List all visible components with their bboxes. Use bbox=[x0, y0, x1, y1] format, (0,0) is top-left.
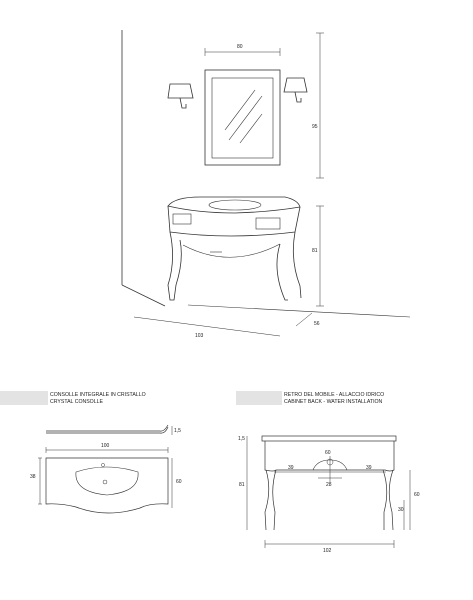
wall-lamp-right bbox=[283, 77, 308, 103]
dim-console-depth-right: 60 bbox=[176, 479, 182, 485]
dim-back-height-right: 60 bbox=[414, 492, 420, 498]
dim-mirror-width: 80 bbox=[237, 44, 243, 50]
dim-back-drain-top: 60 bbox=[325, 450, 331, 456]
console-drain bbox=[102, 479, 108, 485]
wall-lamp-left bbox=[167, 83, 194, 109]
back-caption-line1: RETRO DEL MOBILE - ALLACCIO IDRICO bbox=[284, 392, 385, 398]
back-caption-bar bbox=[236, 391, 282, 405]
dimension-lines bbox=[133, 32, 324, 337]
back-leg-right bbox=[382, 469, 394, 531]
console-plan bbox=[45, 457, 169, 514]
mirror bbox=[204, 69, 281, 166]
dim-console-width: 100 bbox=[101, 443, 110, 449]
dim-back-top-thickness: 1,5 bbox=[238, 436, 245, 442]
dim-console-depth: 38 bbox=[30, 474, 36, 480]
dim-console-thickness: 1,5 bbox=[174, 428, 181, 434]
back-panel bbox=[246, 435, 411, 548]
dim-cabinet-depth: 56 bbox=[314, 321, 320, 327]
console-caption-line1: CONSOLLE INTEGRALE IN CRISTALLO bbox=[50, 392, 146, 398]
main-view bbox=[121, 30, 411, 337]
back-caption-line2: CABINET BACK - WATER INSTALLATION bbox=[284, 399, 383, 405]
back-top bbox=[261, 435, 397, 442]
dim-cabinet-height: 81 bbox=[312, 248, 318, 254]
dim-back-right-offset: 39 bbox=[366, 465, 372, 471]
back-body bbox=[264, 441, 395, 472]
console-tap-hole bbox=[101, 463, 105, 467]
back-caption: RETRO DEL MOBILE - ALLACCIO IDRICO CABIN… bbox=[284, 392, 384, 406]
console-panel bbox=[38, 424, 173, 514]
dim-back-height-left: 81 bbox=[239, 482, 245, 488]
dim-mirror-height: 95 bbox=[312, 124, 318, 130]
back-leg-left bbox=[264, 469, 277, 531]
console-section bbox=[46, 424, 169, 434]
wall-outline bbox=[121, 30, 411, 318]
vanity-cabinet bbox=[167, 196, 302, 301]
dim-back-base-width: 102 bbox=[323, 548, 332, 554]
dim-back-left-offset: 39 bbox=[288, 465, 294, 471]
console-basin bbox=[75, 466, 139, 496]
console-caption-line2: CRYSTAL CONSOLLE bbox=[50, 399, 103, 405]
dim-back-center-gap: 28 bbox=[326, 482, 332, 488]
console-caption: CONSOLLE INTEGRALE IN CRISTALLO CRYSTAL … bbox=[50, 392, 146, 406]
dim-cabinet-width: 103 bbox=[195, 333, 204, 339]
dim-back-drain-height: 30 bbox=[398, 507, 404, 513]
console-caption-bar bbox=[0, 391, 48, 405]
